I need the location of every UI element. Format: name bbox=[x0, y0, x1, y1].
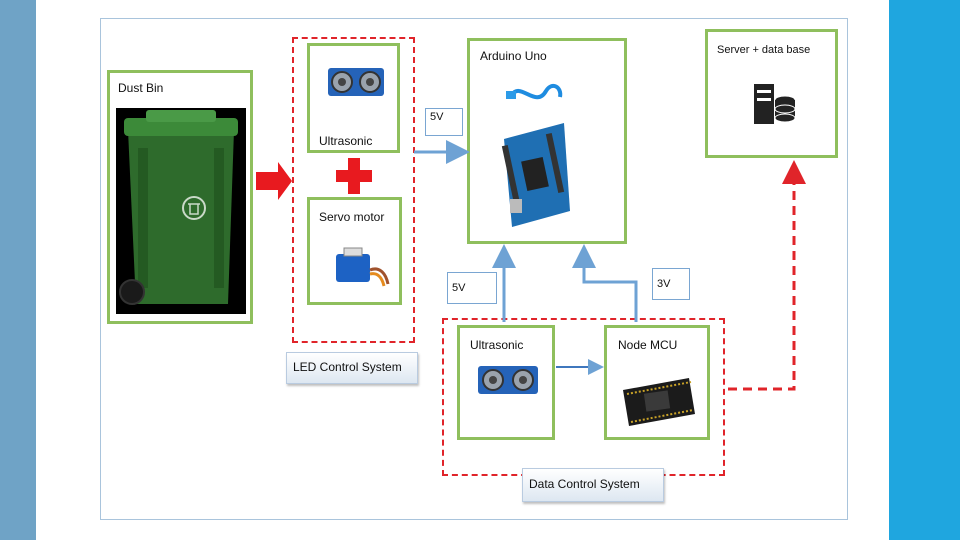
nodemcu-to-arduino-arrow bbox=[572, 244, 638, 322]
nodemcu-box: Node MCU bbox=[604, 325, 710, 440]
servo-motor-label: Servo motor bbox=[319, 210, 385, 224]
dust-bin-box: Dust Bin bbox=[107, 70, 253, 324]
data-control-tag: Data Control System bbox=[522, 468, 664, 502]
servo-motor-icon bbox=[336, 247, 390, 287]
diagram-frame bbox=[100, 18, 848, 520]
plus-icon bbox=[336, 158, 372, 194]
arduino-box: Arduino Uno bbox=[467, 38, 627, 244]
led-control-group bbox=[292, 37, 415, 343]
wheelie-bin-icon bbox=[116, 108, 246, 314]
led-ultrasonic-box: Ultrasonic bbox=[307, 43, 400, 153]
arduino-label: Arduino Uno bbox=[480, 49, 547, 63]
dust-bin-label: Dust Bin bbox=[118, 81, 164, 95]
data-ultrasonic-box: Ultrasonic bbox=[457, 325, 555, 440]
ultrasonic-sensor-icon bbox=[328, 68, 384, 96]
ultrasonic-sensor-icon bbox=[478, 366, 538, 394]
voltage-label-5v-bottom: 5V bbox=[447, 272, 497, 304]
nodemcu-label: Node MCU bbox=[618, 338, 678, 352]
led-ultrasonic-label: Ultrasonic bbox=[319, 134, 373, 148]
server-label: Server + data base bbox=[717, 44, 811, 56]
voltage-label-3v: 3V bbox=[652, 268, 690, 300]
left-accent-band bbox=[0, 0, 36, 540]
bin-to-sensors-arrow bbox=[256, 162, 292, 200]
usb-cable-icon bbox=[506, 83, 563, 100]
arduino-board-icon bbox=[501, 123, 570, 227]
right-accent-band bbox=[889, 0, 960, 540]
nodemcu-board-icon bbox=[623, 378, 695, 426]
servo-motor-box: Servo motor bbox=[307, 197, 402, 305]
nodemcu-to-server-arrow bbox=[728, 160, 806, 391]
led-control-tag: LED Control System bbox=[286, 352, 418, 384]
server-box: Server + data base bbox=[705, 29, 838, 158]
server-database-icon bbox=[754, 84, 796, 124]
data-ultrasonic-label: Ultrasonic bbox=[470, 338, 524, 352]
voltage-label-5v-top: 5V bbox=[425, 108, 463, 136]
